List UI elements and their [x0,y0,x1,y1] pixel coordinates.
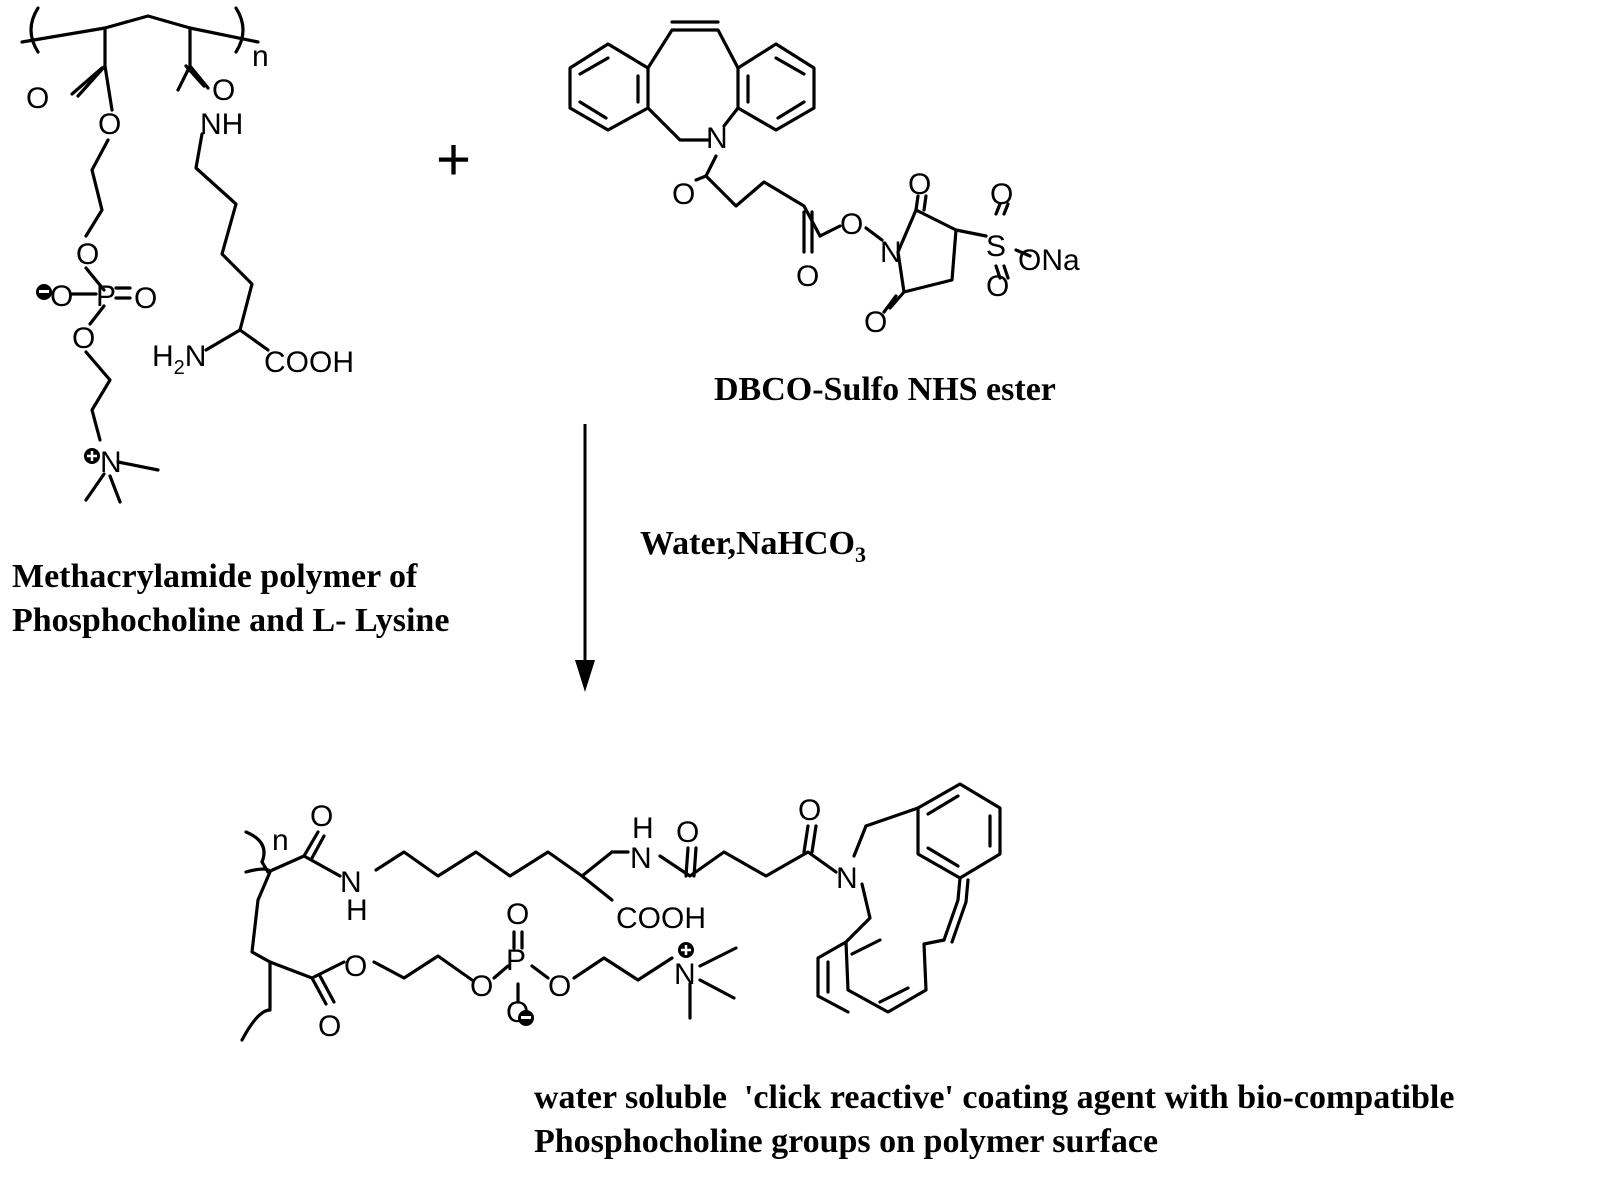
atom-o-amide3: O [798,794,821,827]
atom-o-link: O [840,208,863,241]
atom-n-plus: N [674,958,696,991]
atom-cooh: COOH [616,902,706,935]
reaction-conditions: Water,NaHCO3 [640,522,866,577]
product-lysine-chain [376,852,612,876]
atom-o-double: O [134,282,157,315]
atom-ona: ONa [1018,244,1080,277]
polymer-atom-labels: n O O O NH O O P O O H2N COOH N [26,40,354,479]
atom-o-p1: O [470,970,493,1003]
atom-o-bottom: O [864,306,887,339]
reaction-conditions-main: Water,NaHCO [640,525,855,562]
atom-o-p-top: O [506,898,529,931]
atom-o-amide1: O [310,800,333,833]
atom-h-top: H [632,812,654,845]
product-atom-labels: n O N H H N O O N COOH O O O P O O O N [272,794,858,1043]
atom-n-plus: N [100,446,122,479]
polymer-name: Methacrylamide polymer of Phosphocholine… [12,555,449,643]
atom-o-ester: O [344,950,367,983]
atom-p: P [506,944,526,977]
atom-o-p1: O [76,238,99,271]
atom-n-nhs: N [880,236,902,269]
atom-n-ring: N [836,862,858,895]
atom-o-minus: O [50,280,73,313]
plus-sign: + [436,126,471,193]
choline-chain [86,352,110,440]
atom-n-top: N [630,842,652,875]
dbco-atom-labels: N O O O N O O S O O ONa [672,122,1080,339]
atom-o-ester: O [98,108,121,141]
product-name-line2: Phosphocholine groups on polymer surface [534,1120,1454,1164]
polymer-backbone [22,16,258,42]
atom-o-s-bottom: O [986,270,1009,303]
product-backbone [246,869,270,962]
polymer-bracket-right [236,8,243,52]
atom-o-p2: O [548,970,571,1003]
reaction-conditions-subscript: 3 [855,542,866,567]
product-choline-chain [574,958,672,980]
atom-h-amide: H [346,894,368,927]
amide-branch [178,28,190,90]
dbco-alkyne [648,30,738,68]
atom-o-ester-dbl: O [318,1010,341,1043]
product-ester-chain [374,956,472,980]
atom-s: S [986,230,1006,263]
atom-cooh: COOH [264,346,354,379]
atom-o-amide: O [672,178,695,211]
polymer-name-line2: Phosphocholine and L- Lysine [12,599,449,643]
lysine-chain [196,134,252,330]
atom-o-amide: O [212,74,235,107]
dbco-name: DBCO-Sulfo NHS ester [714,368,1056,412]
ester-chain [86,140,108,236]
atom-o-p2: O [72,322,95,355]
atom-n-ring: N [706,122,728,155]
atom-o-carbonyl: O [26,82,49,115]
repeat-n-label: n [252,40,269,73]
atom-p: P [96,280,116,313]
polymer-name-line1: Methacrylamide polymer of [12,555,449,599]
atom-o-top: O [908,168,931,201]
atom-h2n: H2N [152,340,206,379]
repeat-n-label: n [272,824,289,857]
atom-o-ester-dbl: O [796,260,819,293]
atom-nh: NH [200,108,243,141]
atom-o-s-top: O [990,178,1013,211]
product-dbco-lower-benzene [818,942,848,1012]
nhs-ring [898,210,956,292]
atom-o-amide2: O [676,816,699,849]
polymer-bracket-left [31,8,38,52]
product-name-line1: water soluble 'click reactive' coating a… [534,1076,1454,1120]
product-dbco-upper-benzene [918,784,1000,878]
product-name: water soluble 'click reactive' coating a… [534,1076,1454,1164]
reaction-arrow [575,424,595,692]
